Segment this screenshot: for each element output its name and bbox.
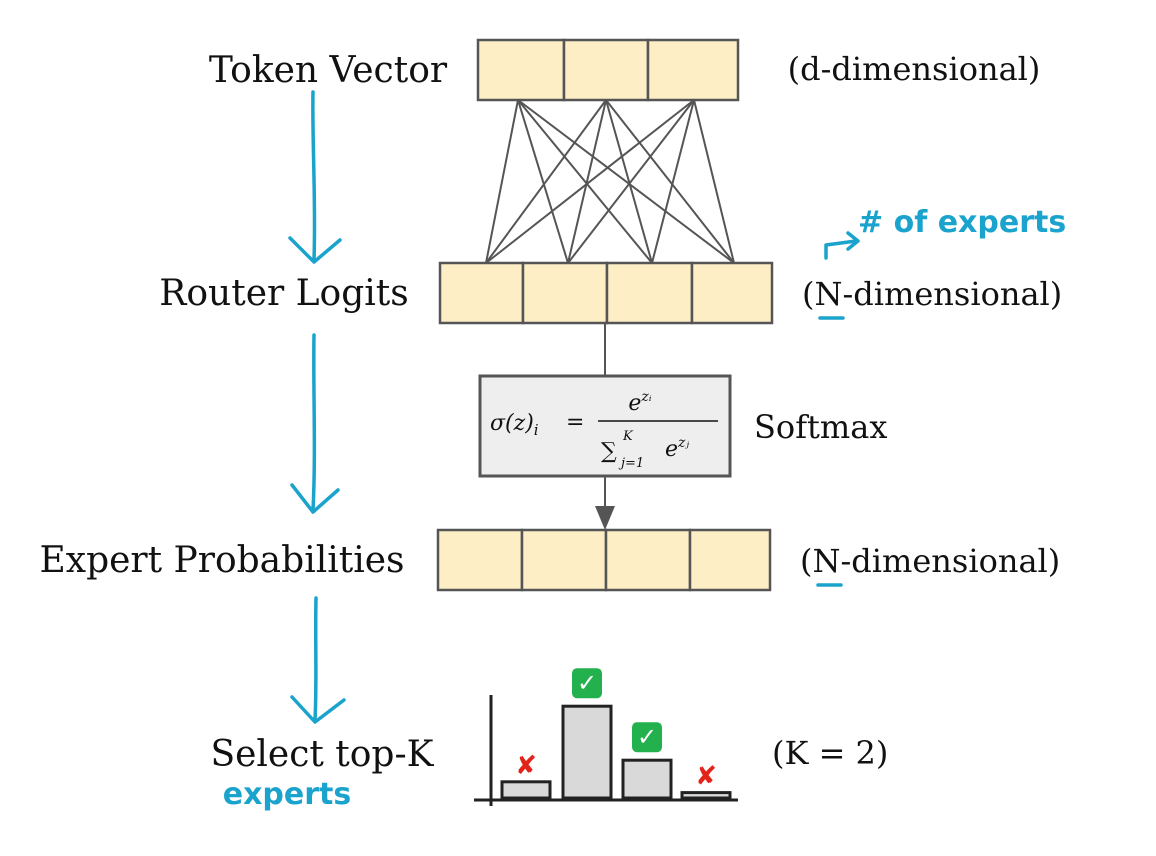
- token-cell: [646, 38, 740, 102]
- logit-cell: [690, 261, 774, 325]
- flow-arrow-1: [288, 90, 342, 264]
- sum-symbol: ∑: [601, 439, 617, 464]
- cross-icon: ✘: [695, 762, 717, 792]
- router-logits-label: Router Logits: [159, 273, 408, 314]
- prob-cell: [604, 528, 692, 592]
- expert-probabilities-label: Expert Probabilities: [39, 540, 404, 581]
- dense-connections: [485, 99, 735, 264]
- router-logits-vector: [438, 261, 774, 325]
- logit-cell: [521, 261, 609, 325]
- expert-bar: [500, 780, 552, 800]
- sum-lower: j=1: [618, 456, 644, 471]
- flow-arrow-2: [290, 333, 340, 514]
- formula-lhs: σ(z)i: [490, 411, 539, 439]
- prob-cell: [688, 528, 772, 592]
- formula-equals: =: [566, 410, 584, 435]
- sum-upper: K: [622, 429, 634, 444]
- cross-icon: ✘: [515, 751, 537, 781]
- experts-annotation: experts: [223, 777, 352, 812]
- expert-probabilities-vector: [436, 528, 772, 592]
- flow-arrow-3: [290, 596, 346, 724]
- token-vector: [476, 38, 740, 102]
- checkmark-icon: [572, 668, 602, 699]
- prob-cell: [520, 528, 608, 592]
- softmax-box: [478, 374, 732, 478]
- expert-bar: [680, 791, 732, 800]
- checkmark-glyph: ✓: [637, 723, 657, 751]
- token-cell: [562, 38, 650, 102]
- checkmark-glyph: ✓: [577, 669, 597, 697]
- probs-dimension-label: (N-dimensional): [800, 542, 1060, 580]
- num-experts-annotation: # of experts: [824, 205, 1066, 260]
- expert-bar: [561, 704, 613, 800]
- denominator-term: ezⱼ: [665, 435, 689, 462]
- top-k-bar-chart: ✘ ✓ ✓ ✘: [474, 668, 738, 806]
- logit-cell: [438, 261, 525, 325]
- logits-dimension-label: (N-dimensional): [802, 275, 1062, 313]
- checkmark-icon: [632, 722, 662, 753]
- num-experts-text: # of experts: [858, 205, 1066, 240]
- select-top-k-label: Select top-K: [210, 734, 434, 775]
- annotation-arrow-head: [846, 231, 860, 251]
- token-dimension-label: (d-dimensional): [788, 50, 1041, 88]
- softmax-formula-box: σ(z)i = ezᵢ ∑ K j=1 ezⱼ: [478, 374, 732, 478]
- annotation-arrow: [824, 239, 858, 260]
- softmax-label: Softmax: [754, 408, 887, 446]
- logit-cell: [605, 261, 694, 325]
- token-vector-label: Token Vector: [209, 50, 448, 91]
- k-value-note: (K = 2): [772, 734, 888, 772]
- expert-bar: [621, 758, 673, 800]
- formula-numerator: ezᵢ: [628, 389, 651, 416]
- softmax-arrowhead: [595, 506, 615, 530]
- token-cell: [476, 38, 566, 102]
- prob-cell: [436, 528, 524, 592]
